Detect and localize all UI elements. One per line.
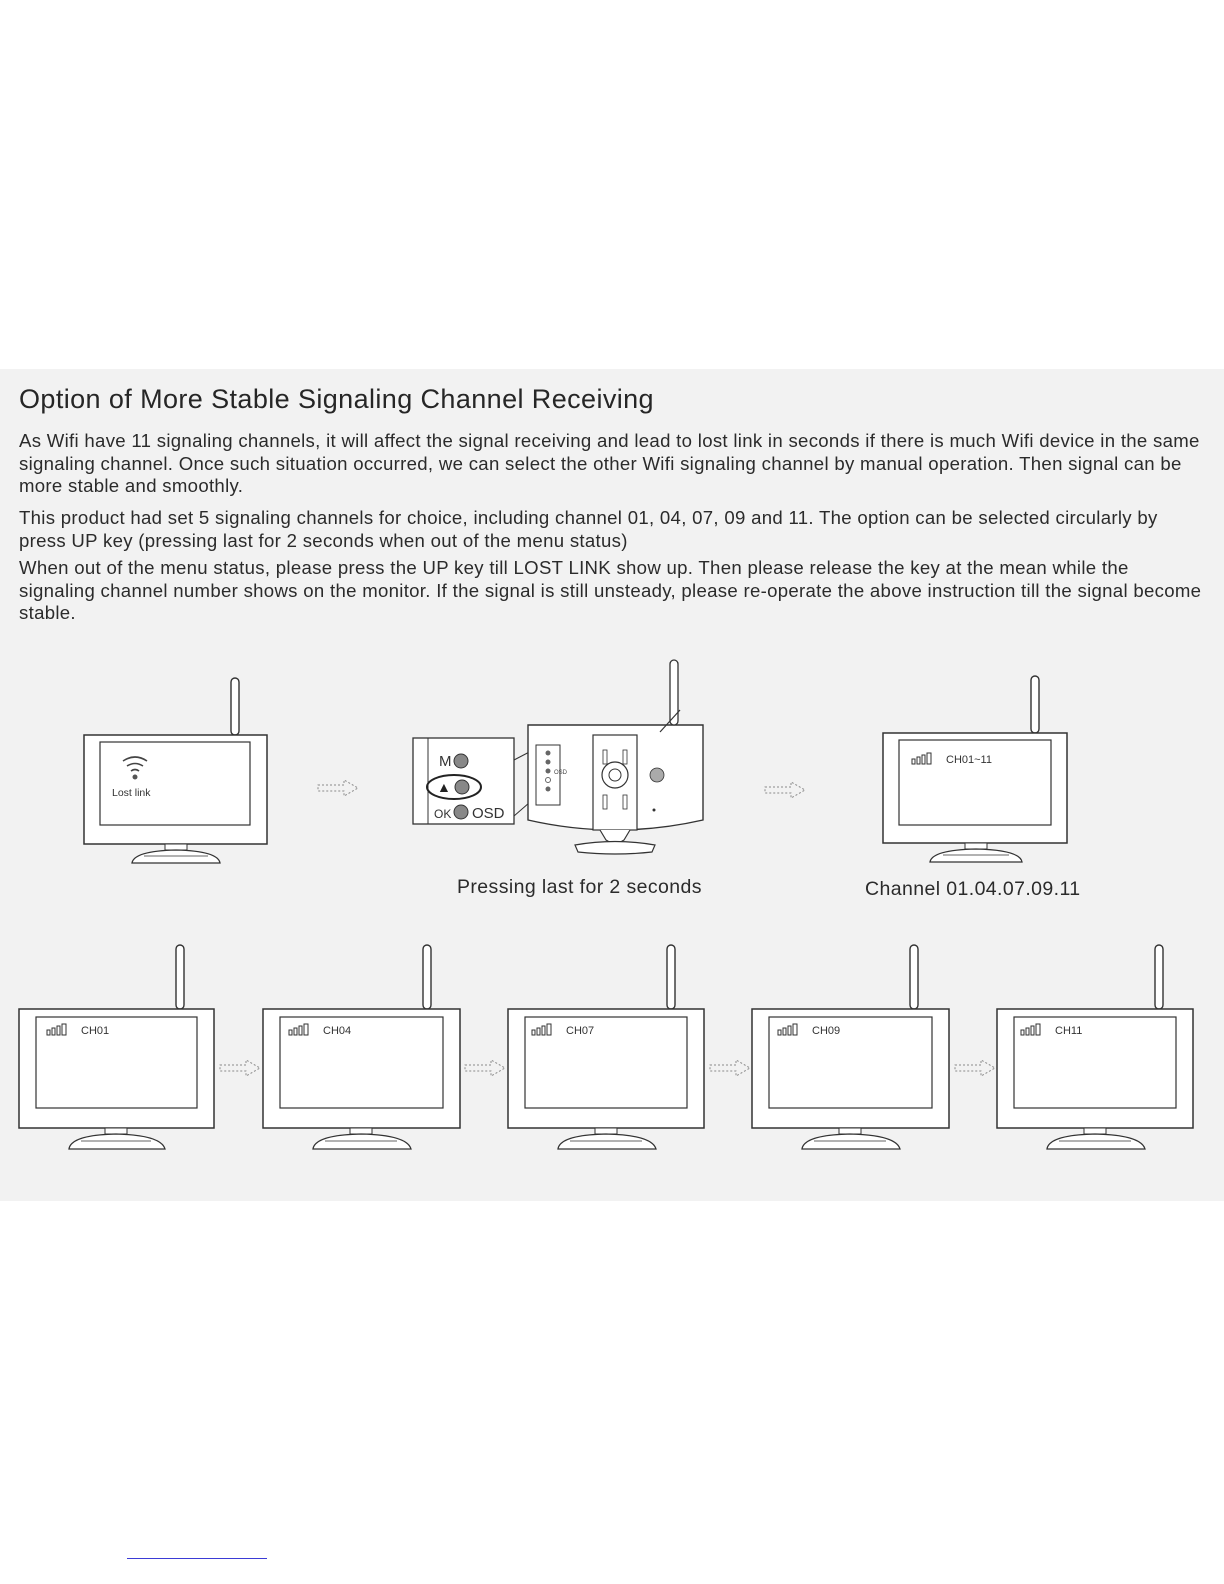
- wifi-icon: [122, 756, 148, 780]
- paragraph-3: When out of the menu status, please pres…: [19, 557, 1202, 623]
- channel-label: CH11: [1055, 1025, 1082, 1037]
- paragraph-2: This product had set 5 signaling channel…: [19, 507, 1158, 551]
- monitor-ch07: CH07: [507, 944, 705, 1150]
- monitor-ch01: CH01: [18, 944, 215, 1150]
- channel-label: CH01: [81, 1025, 109, 1037]
- arrow-2: [764, 781, 806, 799]
- osd-key-label: OSD: [472, 805, 505, 822]
- channel-diagram: Lost link M ▲ OK OSD OSD: [18, 659, 1194, 1150]
- page-title: Option of More Stable Signaling Channel …: [19, 384, 654, 414]
- up-key: [454, 779, 470, 795]
- arrow-5: [709, 1059, 751, 1077]
- arrow-4: [464, 1059, 506, 1077]
- up-key-label: ▲: [437, 779, 451, 795]
- footer-rule: [127, 1558, 267, 1559]
- monitor-lost-link: Lost link: [83, 677, 268, 864]
- speaker-icon: [649, 767, 665, 783]
- channel-label: CH09: [812, 1025, 840, 1037]
- monitor-ch11: CH11: [996, 944, 1194, 1150]
- lost-link-label: Lost link: [112, 787, 151, 799]
- up-key-highlight: [426, 774, 482, 800]
- small-osd-label: OSD: [554, 770, 568, 776]
- monitor-ch09: CH09: [751, 944, 950, 1150]
- m-key-label: M: [439, 753, 452, 770]
- paragraph-1: As Wifi have 11 signaling channels, it w…: [19, 430, 1200, 496]
- channel-label: CH07: [566, 1025, 594, 1037]
- caption-pressing: Pressing last for 2 seconds: [457, 876, 702, 898]
- ok-key-label: OK: [434, 807, 451, 821]
- ok-key: [453, 804, 469, 820]
- range-label: CH01~11: [946, 754, 992, 766]
- m-key: [453, 753, 469, 769]
- control-panel: M ▲ OK OSD OSD: [412, 659, 704, 855]
- arrow-6: [954, 1059, 996, 1077]
- monitor-ch04: CH04: [262, 944, 461, 1150]
- monitor-range: CH01~11: [882, 675, 1068, 863]
- arrow-3: [219, 1059, 261, 1077]
- channel-label: CH04: [323, 1025, 351, 1037]
- arrow-1: [317, 779, 359, 797]
- caption-channel-list: Channel 01.04.07.09.11: [865, 878, 1081, 900]
